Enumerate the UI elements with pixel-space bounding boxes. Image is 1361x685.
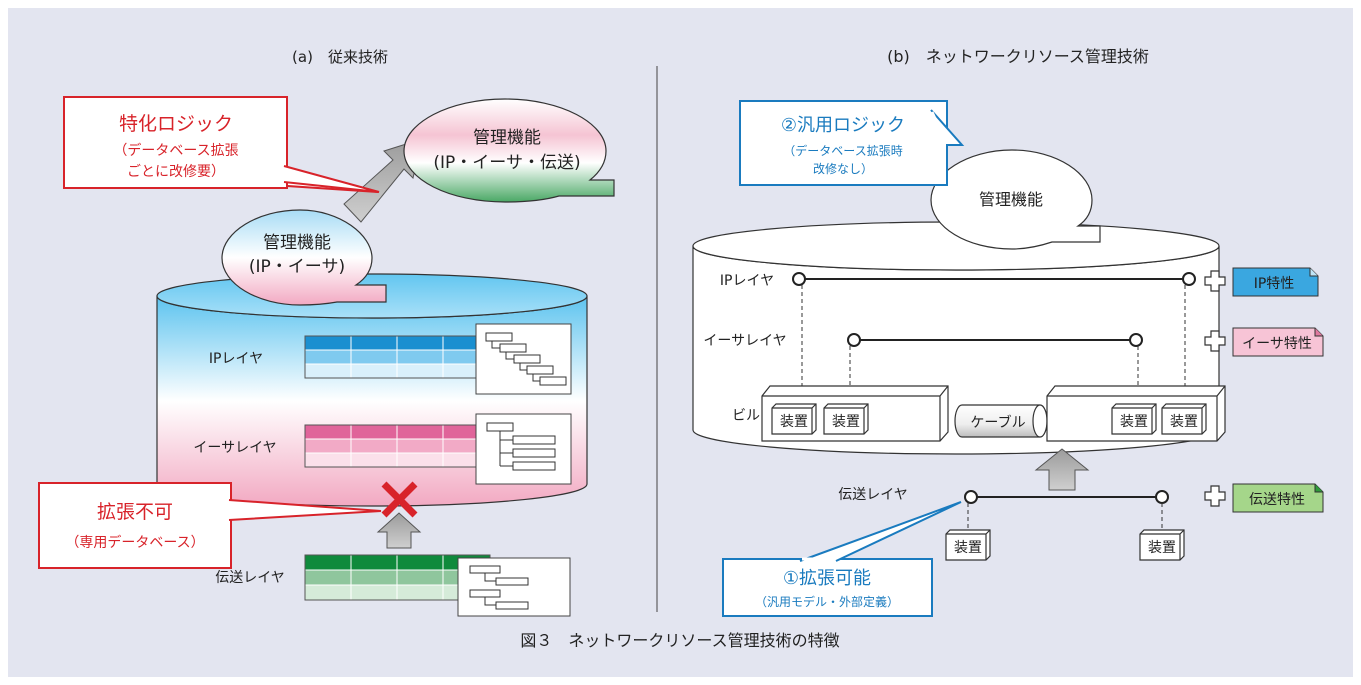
device-label: 装置 [1120, 414, 1148, 430]
panel-b-ether-link [847, 333, 1143, 400]
panel-b-cable [954, 404, 1048, 438]
device-label: 装置 [832, 414, 860, 430]
panel-b-transport-link [964, 490, 1169, 528]
panel-a-ip-tree [475, 323, 572, 395]
panel-a-top-bubble-line2: (IP・イーサ・伝送) [433, 153, 580, 173]
cable-label: ケーブル [970, 414, 1025, 431]
tag-transport-property [1232, 483, 1324, 513]
panel-a-title: (a) 従来技術 [292, 48, 388, 66]
device-label: 装置 [1148, 540, 1176, 556]
tag-ether-label: イーサ特性 [1242, 336, 1312, 352]
panel-a-transport-tree [457, 557, 571, 617]
panel-b-bubble-label: 管理機能 [979, 190, 1043, 209]
callout-specialized-title: 特化ロジック [119, 113, 233, 135]
callout-extendable-title: ①拡張可能 [783, 568, 871, 589]
figure-caption: 図３ ネットワークリソース管理技術の特徴 [520, 631, 839, 650]
callout-generic-title: ②汎用ロジック [781, 115, 905, 136]
callout-specialized-line1: （データベース拡張 [113, 142, 238, 159]
panel-a-transport-layer-label: 伝送レイヤ [215, 570, 285, 586]
panel-a-top-bubble [403, 98, 615, 203]
panel-a-ether-tree [475, 413, 572, 485]
panel-a-ether-layer-label: イーサレイヤ [193, 440, 276, 456]
panel-a-lower-bubble-line2: (IP・イーサ) [249, 257, 345, 277]
device-label: 装置 [954, 540, 982, 556]
panel-a-ether-table [304, 424, 491, 468]
callout-extendable-line1: （汎用モデル・外部定義） [755, 594, 899, 609]
callout-generic-line1: （データベース拡張時 [783, 143, 902, 158]
panel-a-transport-table [304, 554, 491, 601]
panel-a-lower-bubble [221, 209, 387, 306]
tag-ip-property [1232, 267, 1319, 297]
tag-ether-property [1232, 327, 1324, 357]
panel-a-diagonal-arrow [343, 138, 423, 223]
callout-not-extendable [38, 482, 382, 569]
device-label: 装置 [1170, 414, 1198, 430]
callout-generic-logic [739, 100, 965, 186]
panel-b-ether-layer-label: イーサレイヤ [703, 333, 786, 349]
panel-b-ip-layer-label: IPレイヤ [720, 273, 774, 289]
panel-a-ip-layer-label: IPレイヤ [209, 351, 263, 367]
panel-a-top-bubble-line1: 管理機能 [473, 128, 541, 148]
panel-a-ip-table [304, 335, 491, 379]
panel-a-up-arrow [376, 512, 422, 549]
callout-specialized-line2: ごとに改修要） [127, 164, 225, 180]
panel-b-up-arrow [1034, 448, 1090, 491]
panel-b-ip-link [792, 272, 1196, 400]
callout-not-extendable-title: 拡張不可 [97, 501, 173, 523]
panel-b-transport-layer-label: 伝送レイヤ [838, 487, 908, 503]
callout-generic-line2: 改修なし） [813, 161, 873, 176]
device-label: 装置 [780, 414, 808, 430]
panel-a-lower-bubble-line1: 管理機能 [263, 233, 331, 253]
callout-extendable [722, 501, 962, 617]
blocked-x-icon [381, 481, 418, 518]
callout-not-extendable-line1: （専用データベース） [65, 534, 204, 551]
panel-b-building-label: ビル [732, 408, 760, 424]
tag-ip-label: IP特性 [1254, 276, 1295, 292]
panel-b-title: (b) ネットワークリソース管理技術 [887, 47, 1149, 66]
panel-b-bubble [930, 149, 1101, 250]
callout-specialized-logic [63, 96, 380, 193]
tag-transport-label: 伝送特性 [1249, 492, 1305, 508]
